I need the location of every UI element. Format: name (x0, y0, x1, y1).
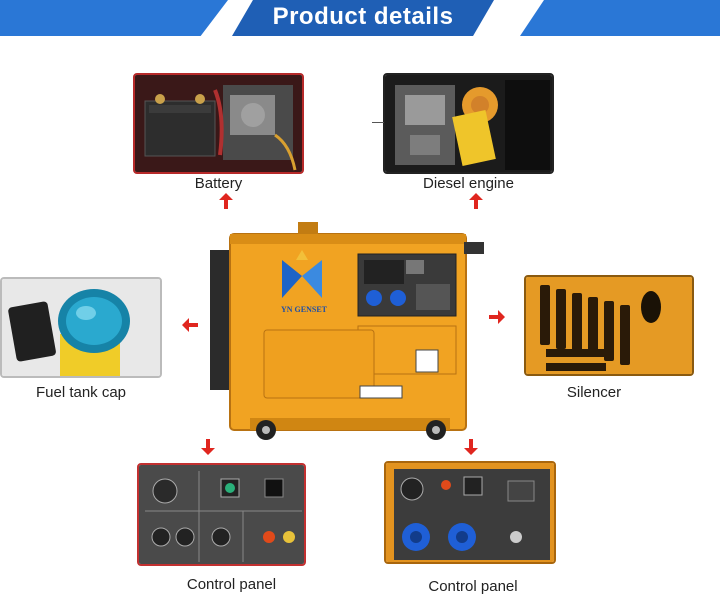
arrow-left-icon (182, 318, 198, 332)
silencer-photo (524, 275, 694, 376)
banner-title-bg (232, 0, 494, 36)
battery-photo (133, 73, 304, 174)
diesel-engine-photo (383, 73, 554, 174)
arrow-up-icon (219, 193, 233, 209)
header-banner: Product details (0, 0, 720, 36)
control-panel-caption-1: Control panel (186, 576, 277, 593)
pointer-line (372, 122, 384, 123)
fuel-tank-cap-caption: Fuel tank cap (35, 384, 127, 401)
control-panel-photo-1 (137, 463, 306, 566)
banner-right-stripe (520, 0, 720, 36)
battery-caption: Battery (194, 175, 243, 192)
arrow-right-icon (489, 310, 505, 324)
banner-left-stripe (0, 0, 228, 36)
generator-logo-text: YN GENSET (280, 305, 327, 314)
control-panel-photo-2 (384, 461, 556, 564)
generator-image (210, 220, 488, 442)
control-panel-caption-2: Control panel (428, 578, 518, 595)
arrow-up-icon (469, 193, 483, 209)
fuel-tank-cap-photo (0, 277, 162, 378)
arrow-down-icon (464, 439, 478, 455)
silencer-caption: Silencer (566, 384, 622, 401)
diesel-engine-caption: Diesel engine (423, 175, 514, 192)
arrow-down-icon (201, 439, 215, 455)
page-title: Product details (272, 3, 454, 30)
